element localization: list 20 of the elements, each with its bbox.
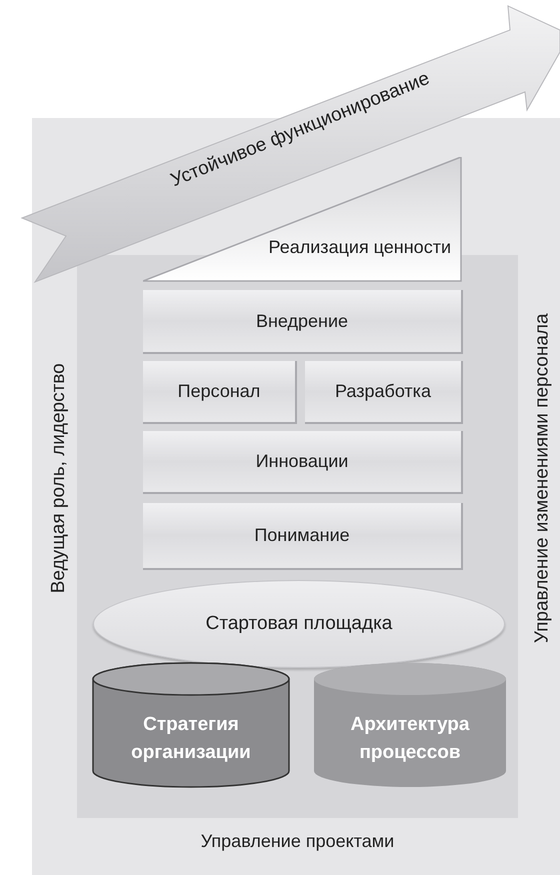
layer-bar — [143, 361, 297, 424]
wide-arrow — [20, 5, 560, 284]
side-label: Управление изменениями персонала — [530, 313, 554, 643]
layer-bar — [143, 290, 463, 354]
cylinder — [92, 662, 290, 788]
layer-label: Инновации — [256, 450, 348, 473]
panel-caption: Управление проектами — [200, 830, 396, 853]
layer-label: Персонал — [178, 380, 260, 403]
layer-bar — [143, 431, 463, 494]
layer-bar — [143, 503, 463, 570]
cylinder-label: Архитектура процессов — [350, 713, 470, 765]
cylinder-label: Стратегия организации — [130, 713, 252, 765]
layer-label: Реализация ценности — [268, 236, 451, 259]
cylinder — [313, 662, 507, 788]
side-label: Ведущая роль, лидерство — [46, 363, 70, 593]
layer-label: Внедрение — [256, 310, 348, 333]
layer-label: Понимание — [254, 524, 350, 547]
layer-bar — [305, 361, 463, 424]
layer-label: Разработка — [335, 380, 431, 403]
layer-label: Стартовая площадка — [206, 612, 392, 636]
